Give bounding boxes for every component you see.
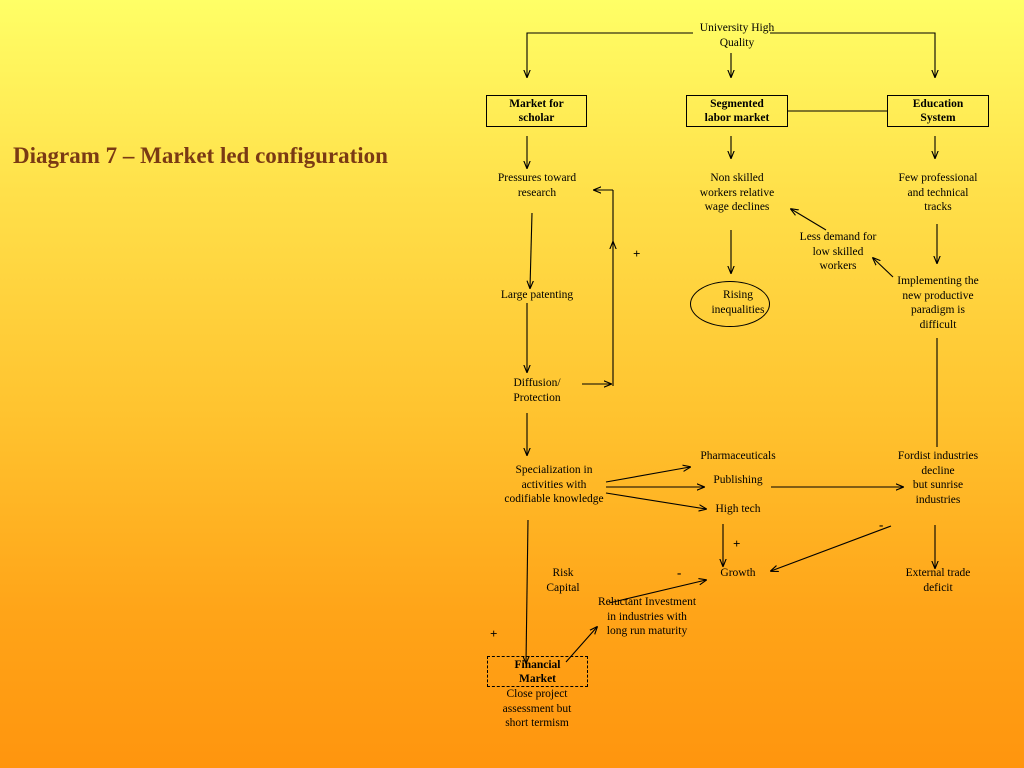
node-external-trade: External trade deficit [905,567,971,594]
node-less-demand: Less demand for low skilled workers [799,231,877,272]
sign-growth-plus: + [733,536,741,551]
arrow-reluctant-to-growth [608,580,706,604]
node-close-project: Close project assessment but short termi… [502,688,572,729]
node-diffusion: Diffusion/ Protection [513,377,561,404]
node-pharmaceuticals: Pharmaceuticals [700,450,776,462]
box-financial-market: Financial Market [487,656,588,687]
ellipse-rising-inequalities [690,281,770,327]
node-publishing: Publishing [713,474,763,486]
box-education-system: Education System [887,95,989,127]
node-pressures: Pressures toward research [497,172,577,199]
box-segmented-labor-market: Segmented labor market [686,95,788,127]
arrow-specialization-to-hightech [605,492,706,509]
node-non-skilled: Non skilled workers relative wage declin… [699,172,775,213]
arrow-implementing-to-less-demand [873,258,894,278]
sign-fordist-minus: - [879,517,884,532]
sign-financial-plus: + [490,626,498,641]
node-implementing: Implementing the new productive paradigm… [897,275,979,331]
arrow-pressures-to-patenting [530,212,532,288]
page-title: Diagram 7 – Market led configuration [13,143,388,168]
node-risk-capital: Risk Capital [546,567,580,594]
node-specialization: Specialization in activities with codifi… [504,464,604,505]
node-university: University High Quality [699,22,775,49]
node-rising-inequalities: Rising inequalities [711,289,765,316]
node-few-professional: Few professional and technical tracks [898,172,978,213]
node-reluctant-investment: Reluctant Investment in industries with … [597,596,697,637]
arrow-less-demand-to-non-skilled [791,209,827,231]
arrow-specialization-to-pharma [605,467,690,483]
node-growth: Growth [720,567,756,579]
node-large-patenting: Large patenting [500,289,574,301]
arrow-university-to-education [770,32,935,77]
node-fordist: Fordist industries decline but sunrise i… [897,450,979,506]
arrow-fordist-to-growth [771,525,892,571]
sign-reluctant-minus: - [677,565,682,580]
node-high-tech: High tech [715,503,761,515]
arrow-specialization-to-financial [526,519,528,663]
box-market-for-scholar: Market for scholar [486,95,587,127]
sign-feedback-plus: + [633,246,641,261]
arrow-university-to-market-scholar [527,32,693,77]
